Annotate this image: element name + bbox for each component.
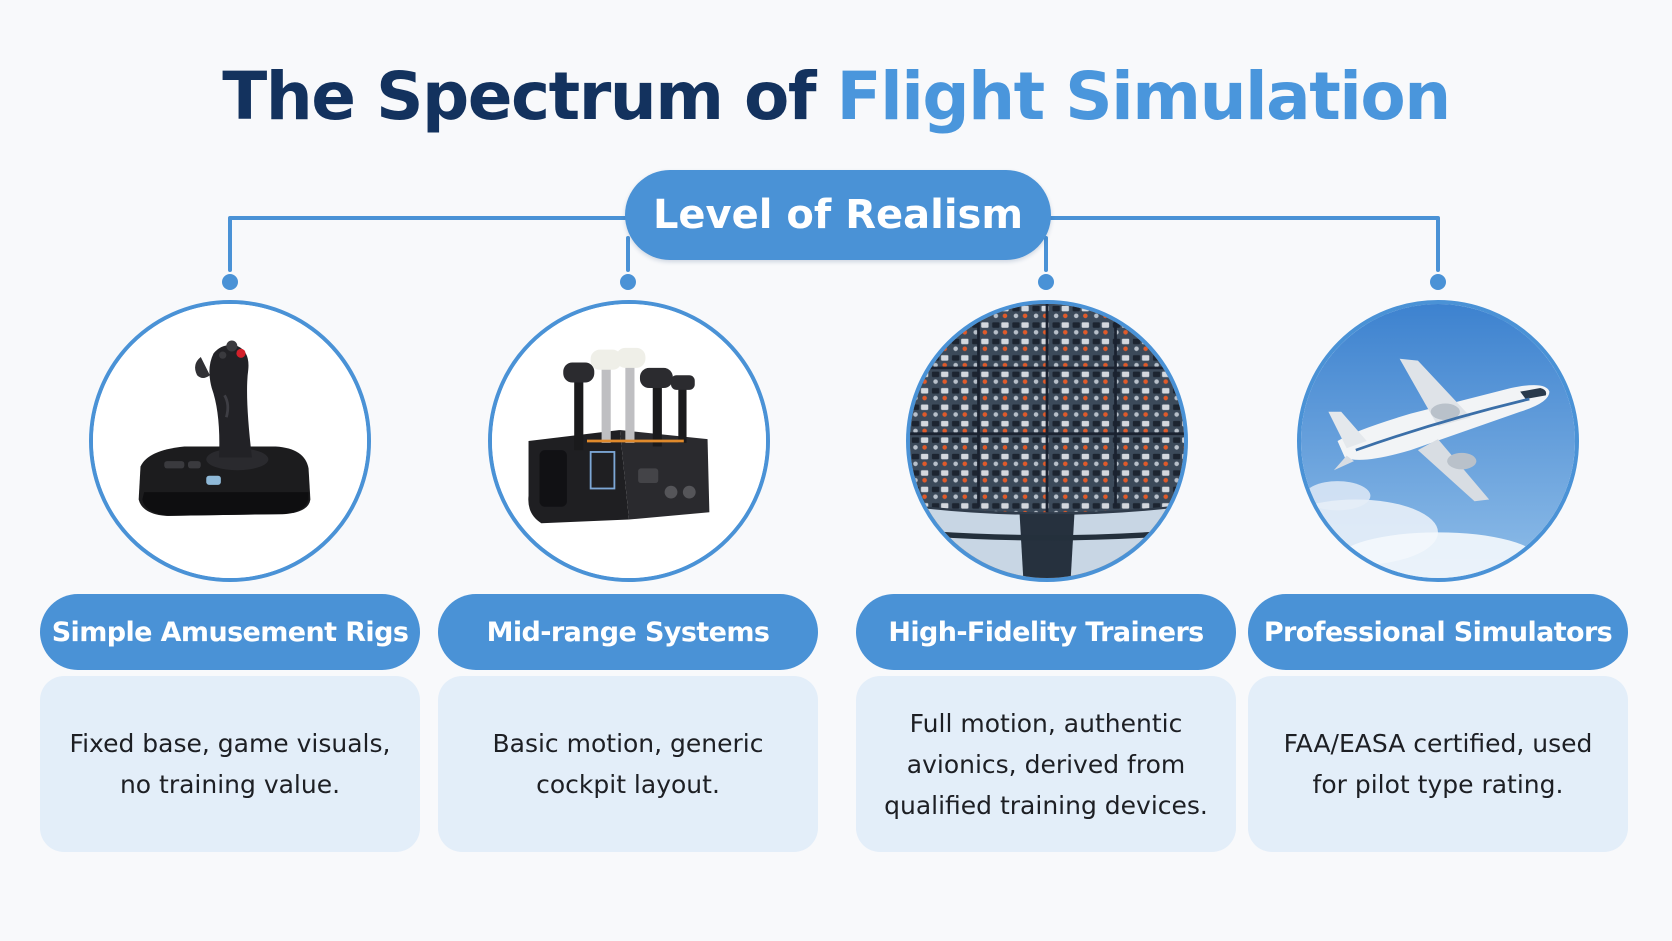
airliner-image bbox=[1297, 300, 1579, 582]
description-box-high-fidelity-trainers: Full motion, authentic avionics, derived… bbox=[856, 676, 1236, 852]
description-box-simple-amusement-rigs: Fixed base, game visuals, no training va… bbox=[40, 676, 420, 852]
joystick-icon bbox=[93, 304, 367, 578]
airliner-icon bbox=[1301, 304, 1575, 578]
cockpit-panel-icon bbox=[910, 304, 1184, 578]
description-text: Basic motion, generic cockpit layout. bbox=[492, 729, 764, 799]
category-pill-high-fidelity-trainers: High-Fidelity Trainers bbox=[856, 594, 1236, 670]
connector-dot-4 bbox=[1430, 274, 1446, 290]
category-pill-professional-simulators: Professional Simulators bbox=[1248, 594, 1628, 670]
description-text: Full motion, authentic avionics, derived… bbox=[884, 708, 1208, 820]
level-of-realism-badge: Level of Realism bbox=[625, 170, 1051, 260]
description-text: FAA/EASA certified, used for pilot type … bbox=[1283, 729, 1593, 799]
throttle-quadrant-icon bbox=[492, 304, 766, 578]
title-part-1: The Spectrum of bbox=[222, 58, 837, 135]
connector-dot-1 bbox=[222, 274, 238, 290]
category-pill-simple-amusement-rigs: Simple Amusement Rigs bbox=[40, 594, 420, 670]
throttle-quadrant-image bbox=[488, 300, 770, 582]
description-box-mid-range-systems: Basic motion, generic cockpit layout. bbox=[438, 676, 818, 852]
cockpit-panel-image bbox=[906, 300, 1188, 582]
joystick-image bbox=[89, 300, 371, 582]
page-title: The Spectrum of Flight Simulation bbox=[0, 52, 1672, 142]
connector-dot-3 bbox=[1038, 274, 1054, 290]
description-text: Fixed base, game visuals, no training va… bbox=[69, 729, 391, 799]
connector-dot-2 bbox=[620, 274, 636, 290]
description-box-professional-simulators: FAA/EASA certified, used for pilot type … bbox=[1248, 676, 1628, 852]
title-part-2: Flight Simulation bbox=[836, 58, 1452, 135]
category-pill-mid-range-systems: Mid-range Systems bbox=[438, 594, 818, 670]
